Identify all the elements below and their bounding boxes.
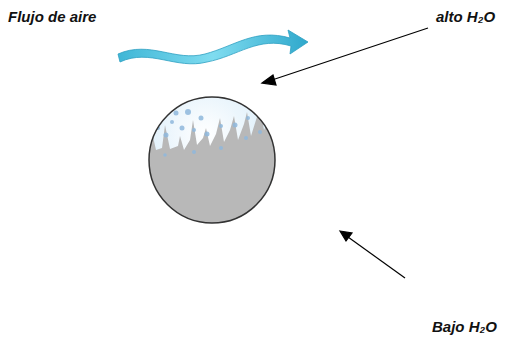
annotation-label: Bajo H₂O <box>432 318 497 336</box>
annotation-label: alto H₂O <box>436 8 495 26</box>
air-flow-arrow <box>118 30 308 64</box>
annotation-label: Flujo de aire <box>8 8 96 26</box>
porous-solid <box>140 108 290 240</box>
leader-arrows <box>262 28 428 278</box>
